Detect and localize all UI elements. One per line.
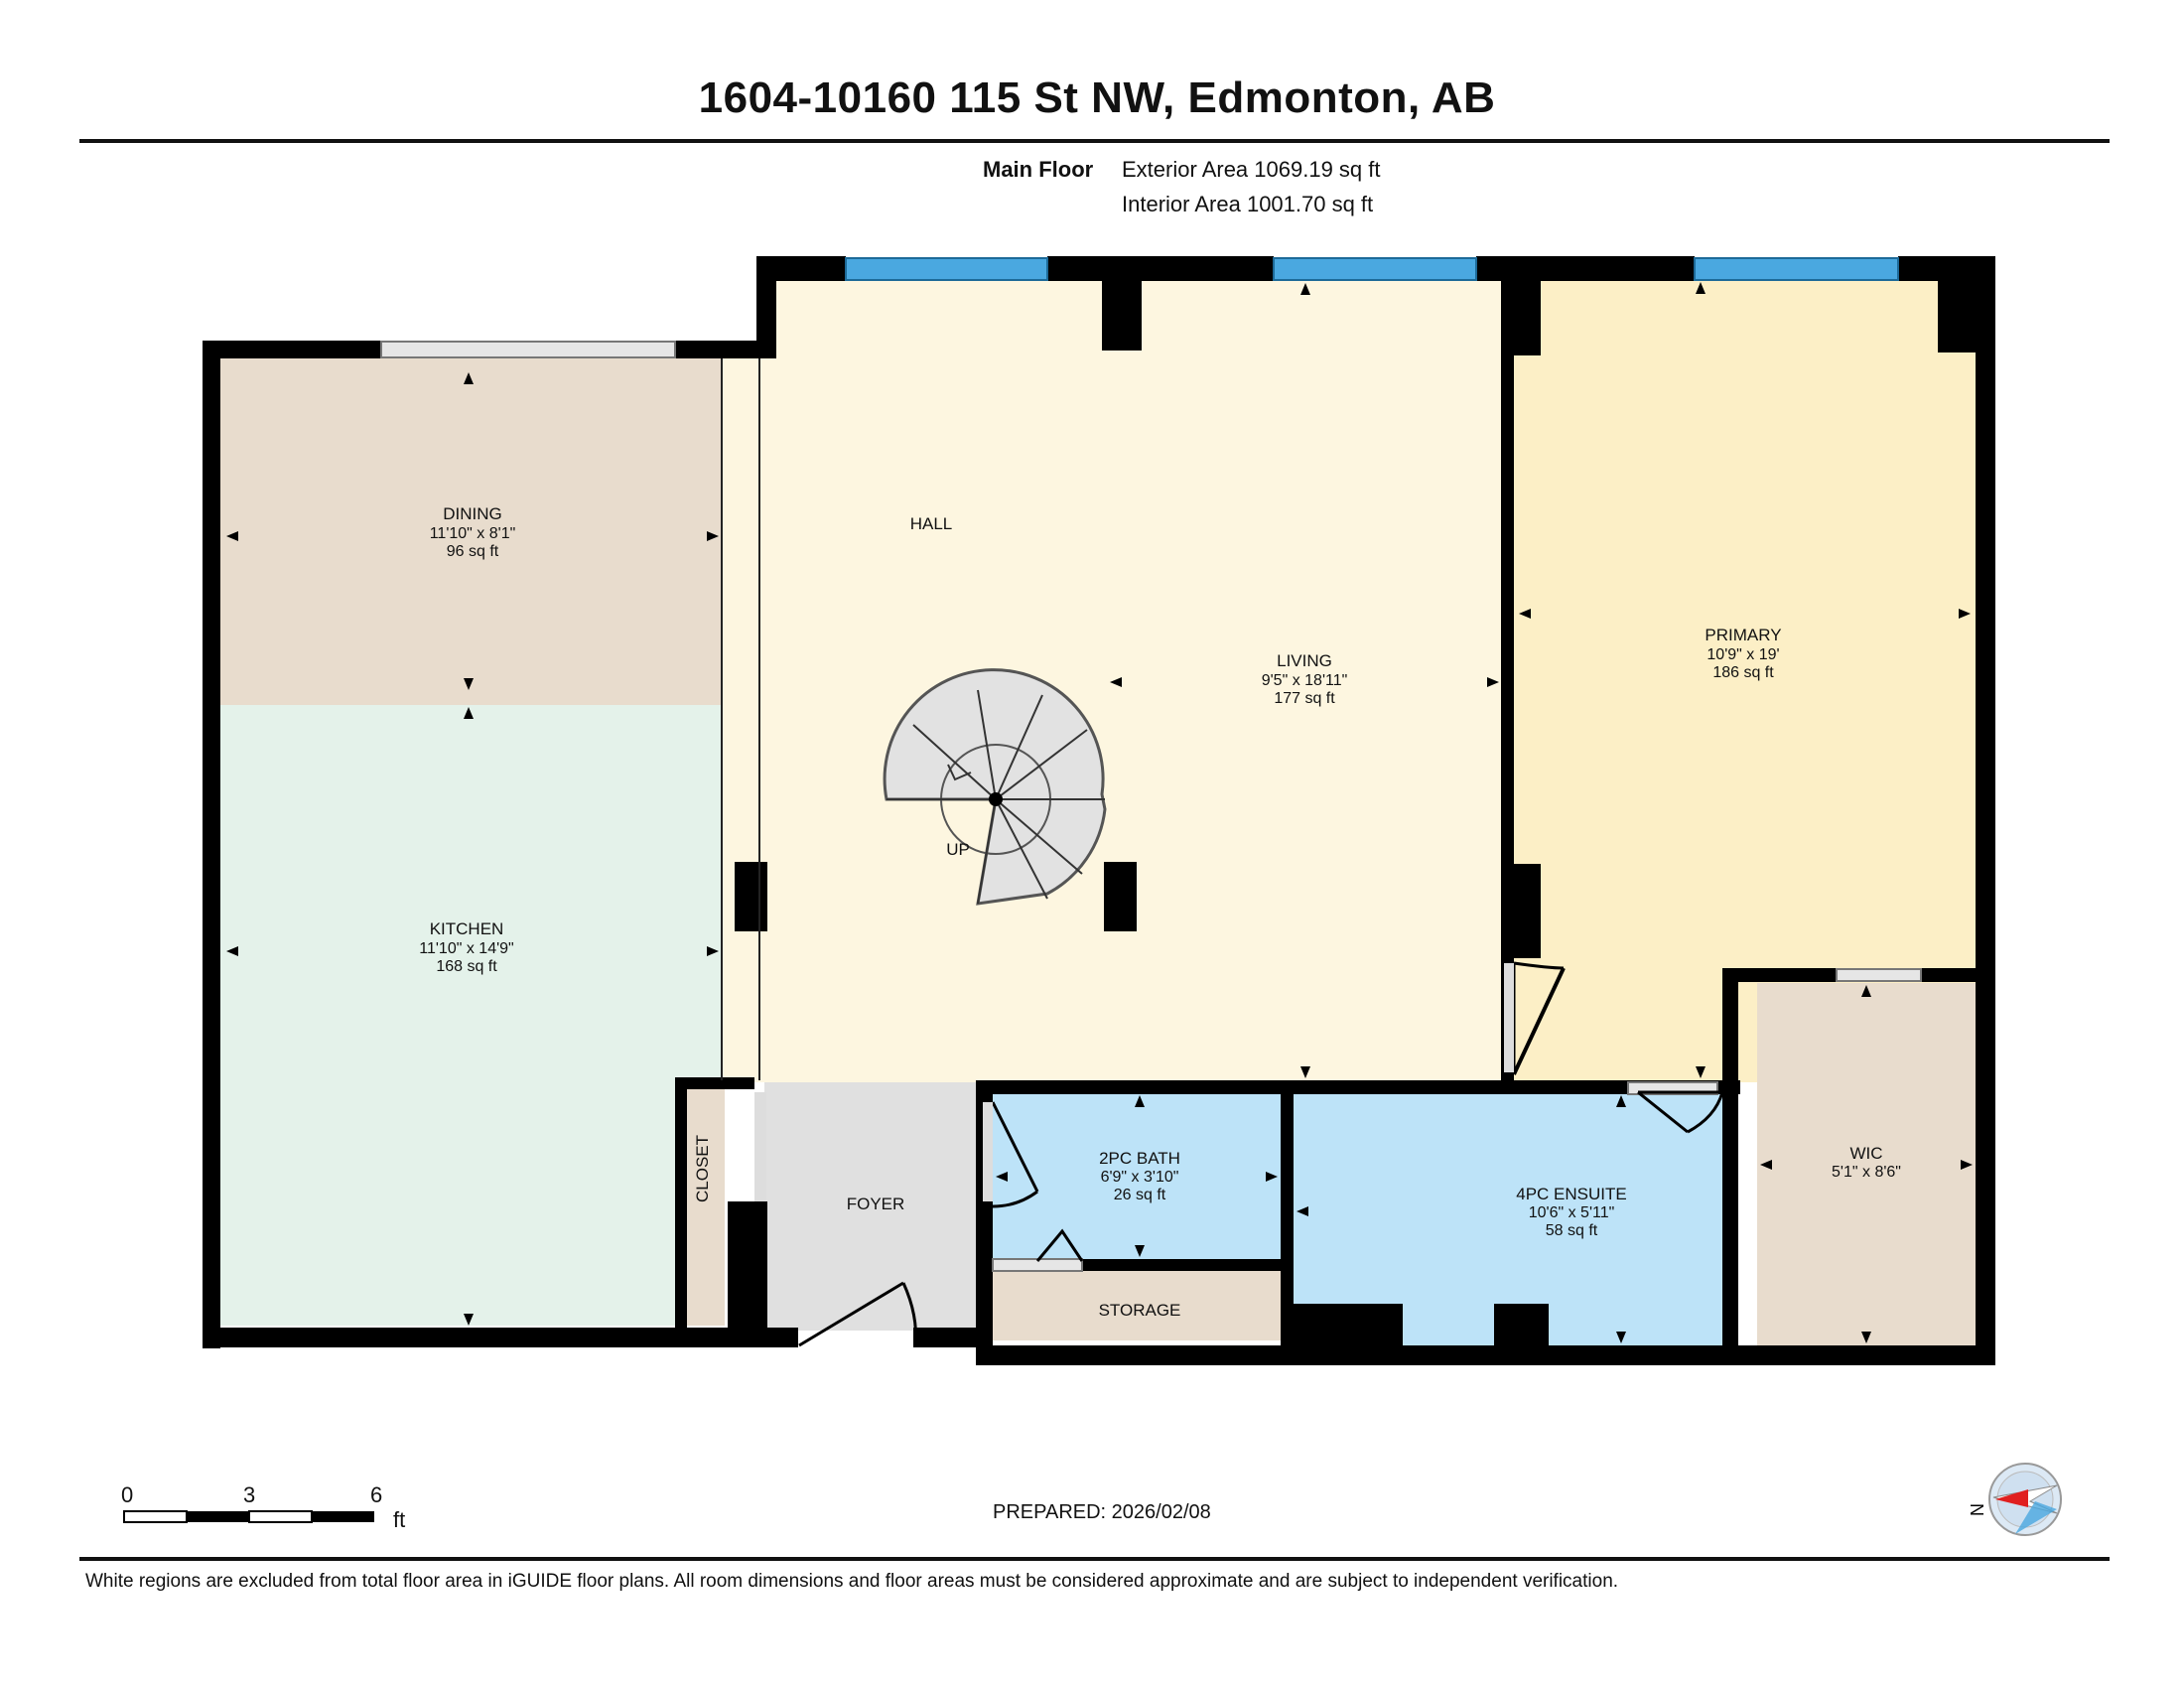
ensuite-area: 58 sq ft (1546, 1222, 1598, 1239)
dining-area: 96 sq ft (447, 543, 499, 560)
bath2pc-area: 26 sq ft (1114, 1187, 1166, 1203)
living-dims: 9'5" x 18'11" (1262, 672, 1348, 689)
hall-strip (722, 357, 761, 1082)
kitchen-dims: 11'10" x 14'9" (419, 940, 513, 957)
kitchen-name: KITCHEN (430, 919, 504, 938)
disclaimer: White regions are excluded from total fl… (85, 1571, 1619, 1592)
foyer-room (764, 1082, 983, 1331)
hall-name: HALL (910, 514, 953, 533)
wic-name: WIC (1849, 1144, 1882, 1163)
exterior-area: Exterior Area 1069.19 sq ft (1122, 157, 1381, 182)
foyer-name: FOYER (847, 1195, 905, 1213)
wic-dims: 5'1" x 8'6" (1832, 1164, 1901, 1181)
page-title: 1604-10160 115 St NW, Edmonton, AB (698, 73, 1496, 122)
storage-name: STORAGE (1099, 1301, 1181, 1320)
header-rule (79, 139, 2110, 143)
ensuite-room (1294, 1092, 1738, 1345)
scale-bar (123, 1510, 374, 1523)
scale-tick-0: 0 (121, 1482, 134, 1507)
bath2pc-room (993, 1092, 1281, 1261)
ensuite-dims: 10'6" x 5'11" (1529, 1204, 1615, 1221)
floor-name: Main Floor (983, 157, 1094, 182)
scale-tick-3: 3 (243, 1482, 256, 1507)
dining-name: DINING (443, 504, 502, 523)
living-hall-room (761, 281, 1501, 1082)
living-name: LIVING (1277, 651, 1332, 670)
kitchen-area: 168 sq ft (436, 958, 497, 975)
up-label: UP (946, 840, 970, 859)
sliding-door-dining (380, 341, 676, 358)
compass-label: N (1967, 1503, 1986, 1516)
footer-rule (79, 1557, 2110, 1561)
primary-dims: 10'9" x 19' (1706, 646, 1779, 663)
bath2pc-name: 2PC BATH (1099, 1149, 1180, 1168)
storage-room (993, 1271, 1281, 1340)
kitchen-room (220, 705, 722, 1326)
dimension-arrows (226, 282, 1973, 1343)
interior-area: Interior Area 1001.70 sq ft (1122, 192, 1374, 216)
spiral-stair (883, 668, 1107, 906)
scale-unit: ft (393, 1507, 406, 1532)
living-area: 177 sq ft (1274, 690, 1335, 707)
primary-name: PRIMARY (1705, 626, 1781, 644)
compass-icon (1988, 1463, 2062, 1536)
prepared-date: PREPARED: 2026/02/08 (993, 1501, 1211, 1523)
bath2pc-dims: 6'9" x 3'10" (1101, 1169, 1179, 1186)
dining-dims: 11'10" x 8'1" (430, 525, 516, 542)
scale-tick-6: 6 (370, 1482, 383, 1507)
closet-name: CLOSET (693, 1135, 712, 1202)
windows (845, 257, 1899, 281)
wic-door-frame (1836, 968, 1922, 982)
dining-room (220, 357, 722, 705)
primary-room (1514, 273, 1976, 1082)
primary-area: 186 sq ft (1712, 664, 1774, 681)
closet-room (685, 1087, 725, 1326)
wic-room (1757, 983, 1976, 1345)
ensuite-name: 4PC ENSUITE (1516, 1185, 1626, 1203)
